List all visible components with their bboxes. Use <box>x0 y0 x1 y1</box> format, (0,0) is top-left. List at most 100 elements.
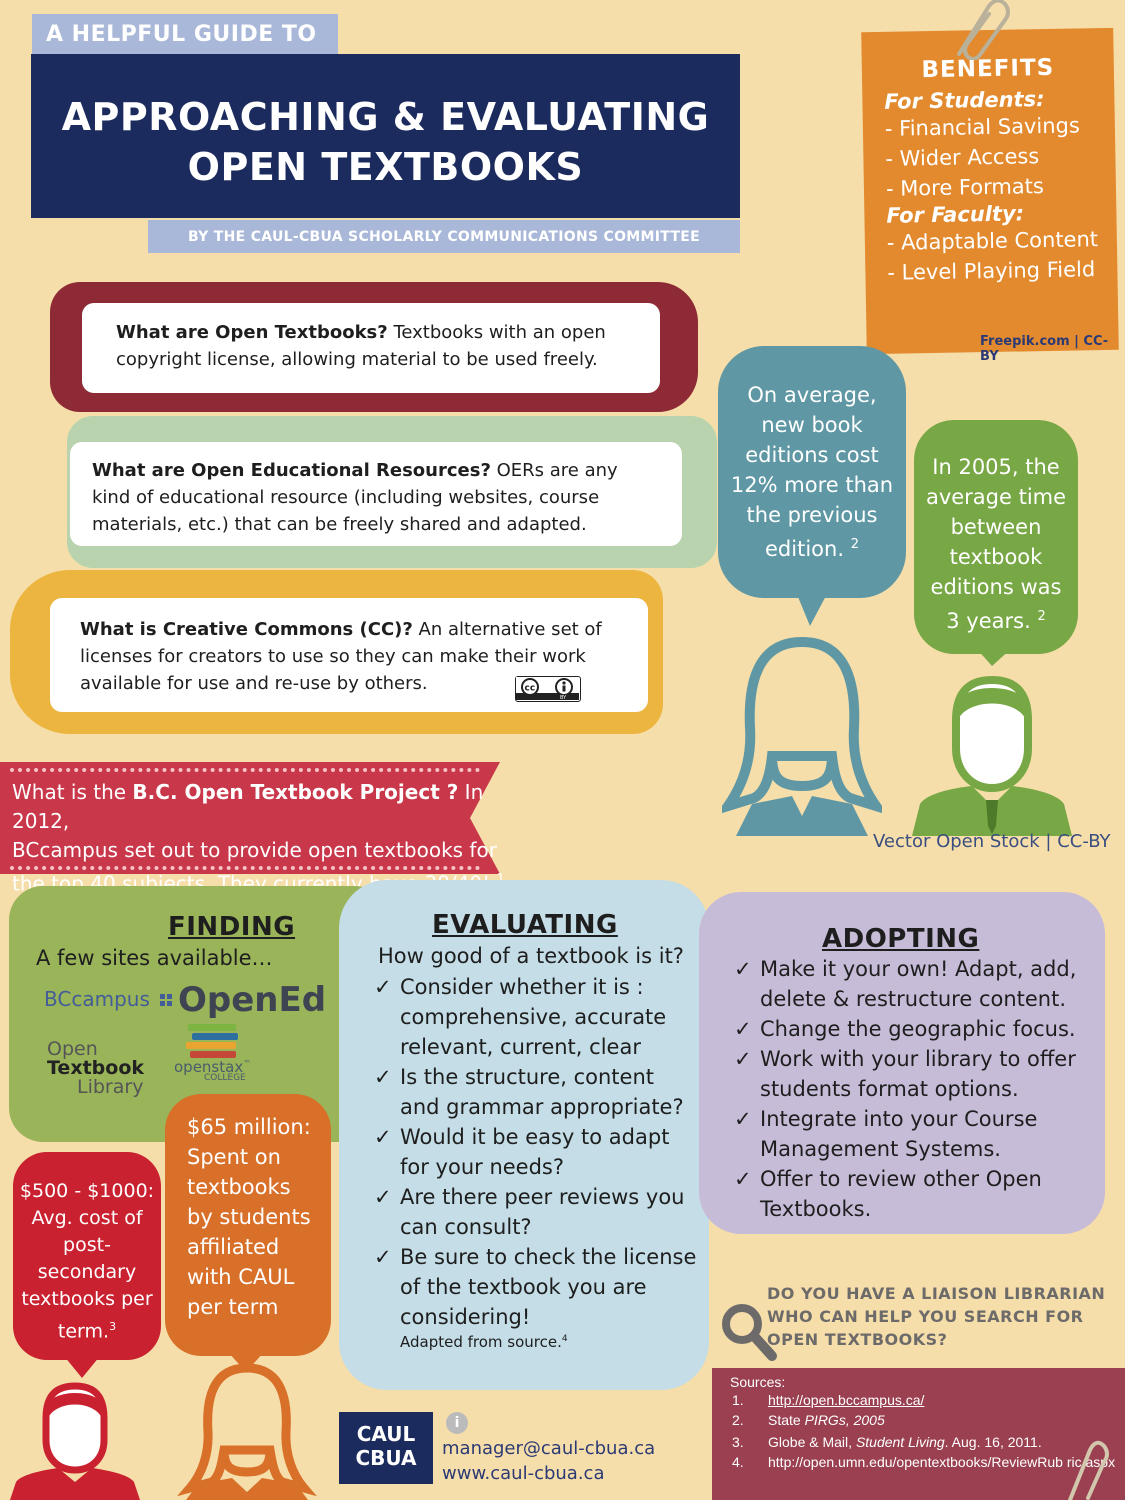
ribbon-lead: What is the <box>12 780 133 804</box>
adopting-item: ✓ Make it your own! Adapt, add, delete &… <box>734 954 1077 1014</box>
source-link[interactable]: http://open.bccampus.ca/ <box>768 1392 925 1408</box>
liaison-line: DO YOU HAVE A LIAISON LIBRARIAN <box>767 1284 1106 1303</box>
source-text: State PIRGs, 2005 <box>768 1412 1118 1429</box>
definition-answer: An alternative set of licenses for creat… <box>80 619 602 694</box>
evaluating-item: ✓ Consider whether it is : comprehensive… <box>374 972 667 1062</box>
stat-line: term.3 <box>13 1313 161 1345</box>
note-text: Adapted from source. <box>400 1333 562 1351</box>
finding-subtitle: A few sites available… <box>36 946 273 970</box>
stat-line: post- <box>63 1234 111 1256</box>
open-textbook-library-logo[interactable]: Open Textbook Library <box>47 1040 144 1097</box>
stat-line: by students <box>187 1205 311 1229</box>
vector-stock-credit: Vector Open Stock | CC-BY <box>873 831 1111 852</box>
checkmark-icon: ✓ <box>734 1017 752 1041</box>
source-number: 1. <box>732 1392 744 1408</box>
openstax-name: openstax <box>174 1058 244 1076</box>
website-link[interactable]: www.caul-cbua.ca <box>442 1463 605 1484</box>
bc-project-ribbon <box>0 762 500 874</box>
opened-logo[interactable]: OpenEd <box>178 980 327 1020</box>
item-line: Make it your own! Adapt, add, <box>760 957 1077 981</box>
checkmark-icon: ✓ <box>734 1107 752 1131</box>
item-line: Management Systems. <box>760 1137 1001 1161</box>
adopting-item: ✓ Offer to review other Open Textbooks. <box>734 1164 1042 1224</box>
source-italic: Student Living <box>855 1434 945 1450</box>
adopting-panel <box>699 892 1105 1234</box>
guide-kicker: A HELPFUL GUIDE TO <box>32 14 338 54</box>
contact-email[interactable]: manager@caul-cbua.ca <box>442 1438 656 1459</box>
definition-question: What is Creative Commons (CC)? <box>80 619 413 640</box>
source-italic: PIRGs, 2005 <box>804 1412 885 1428</box>
paperclip-icon <box>957 0 1010 60</box>
oer-definition: What are Open Educational Resources? OER… <box>70 442 682 546</box>
item-line: Is the structure, content <box>400 1065 654 1089</box>
caul-cbua-logo[interactable]: CAUL CBUA <box>339 1412 433 1484</box>
source-plain: State <box>768 1412 805 1428</box>
benefit-item: - Wider Access <box>885 144 1040 171</box>
item-line: comprehensive, accurate <box>400 1005 667 1029</box>
checkmark-icon: ✓ <box>734 957 752 981</box>
ribbon-stitch <box>10 866 480 870</box>
sources-panel: Sources: 1. http://open.bccampus.ca/ 2. … <box>712 1368 1125 1500</box>
cc-by-icon: cc BY <box>515 676 581 702</box>
paperclip-icon <box>1068 1440 1109 1500</box>
item-line: Consider whether it is : <box>400 975 644 999</box>
stat-line-text: 3 years. <box>946 609 1031 633</box>
evaluating-heading: EVALUATING <box>432 910 618 940</box>
footnote-ref: 2 <box>1037 609 1046 624</box>
liaison-line: WHO CAN HELP YOU SEARCH FOR <box>767 1307 1084 1326</box>
item-line: Be sure to check the license <box>400 1245 697 1269</box>
footnote-ref: 2 <box>850 537 859 552</box>
ribbon-tail: In 2012, <box>12 780 484 833</box>
source-plain: Globe & Mail, <box>768 1434 856 1450</box>
stat-line: editions was <box>930 575 1062 599</box>
benefit-item: - Adaptable Content <box>886 227 1099 255</box>
ribbon-line: What is the B.C. Open Textbook Project ?… <box>12 778 532 836</box>
logo-line: CAUL <box>356 1422 416 1446</box>
stat-line: editions cost <box>745 443 879 467</box>
stat-line: $65 million: <box>187 1115 311 1139</box>
item-line: relevant, current, clear <box>400 1035 641 1059</box>
benefits-panel: BENEFITS For Students: - Financial Savin… <box>861 27 1119 355</box>
finding-heading: FINDING <box>168 912 296 942</box>
byline: BY THE CAUL-CBUA SCHOLARLY COMMUNICATION… <box>148 220 740 253</box>
woman-figure-orange-icon <box>177 1363 317 1500</box>
stat-line: per term <box>187 1295 279 1319</box>
stat-line: 12% more than <box>730 473 894 497</box>
openstax-logo[interactable]: openstax™ COLLEGE <box>174 1058 251 1083</box>
bccampus-mark-icon <box>160 994 172 1006</box>
bubble-tail <box>796 592 828 626</box>
evaluating-source-note: Adapted from source.4 <box>400 1333 568 1351</box>
title-line-1: APPROACHING & EVALUATING <box>61 95 710 139</box>
benefit-item: - Financial Savings <box>884 113 1081 141</box>
checkmark-icon: ✓ <box>374 1245 392 1269</box>
footnote-ref: 3 <box>109 1320 117 1333</box>
openstax-books-icon <box>186 1024 238 1058</box>
benefit-item: - Level Playing Field <box>887 257 1096 285</box>
bccampus-logo[interactable]: BCcampus <box>44 987 150 1011</box>
item-line: Change the geographic focus. <box>760 1017 1076 1041</box>
svg-text:cc: cc <box>525 684 536 694</box>
adopting-heading: ADOPTING <box>822 924 980 954</box>
openstax-sub: COLLEGE <box>204 1073 246 1083</box>
stat-line: secondary <box>37 1261 137 1283</box>
freepik-credit: Freepik.com | CC-BY <box>980 334 1109 364</box>
source-link[interactable]: http://open.umn.edu/opentextbooks/Review… <box>768 1454 1116 1470</box>
spending-bubble: $65 million: Spent on textbooks by stude… <box>165 1094 331 1356</box>
stat-line: textbooks per <box>21 1288 153 1310</box>
otl-line: Library <box>77 1076 144 1098</box>
checkmark-icon: ✓ <box>734 1167 752 1191</box>
edition-time-bubble: In 2005, the average time between textbo… <box>914 420 1078 654</box>
stat-line: textbook <box>949 545 1043 569</box>
logo-line: CBUA <box>355 1446 417 1470</box>
evaluating-subtitle: How good of a textbook is it? <box>378 944 684 968</box>
ribbon-line: BCcampus set out to provide open textboo… <box>12 838 497 862</box>
stat-line: Spent on <box>187 1145 281 1169</box>
stat-line-text: edition. <box>765 537 845 561</box>
evaluating-item: ✓ Would it be easy to adapt for your nee… <box>374 1122 669 1182</box>
checkmark-icon: ✓ <box>374 1065 392 1089</box>
info-icon: i <box>446 1412 468 1434</box>
adopting-item: ✓ Change the geographic focus. <box>734 1014 1076 1044</box>
item-line: of the textbook you are <box>400 1275 647 1299</box>
item-line: can consult? <box>400 1215 532 1239</box>
item-line: Work with your library to offer <box>760 1047 1076 1071</box>
